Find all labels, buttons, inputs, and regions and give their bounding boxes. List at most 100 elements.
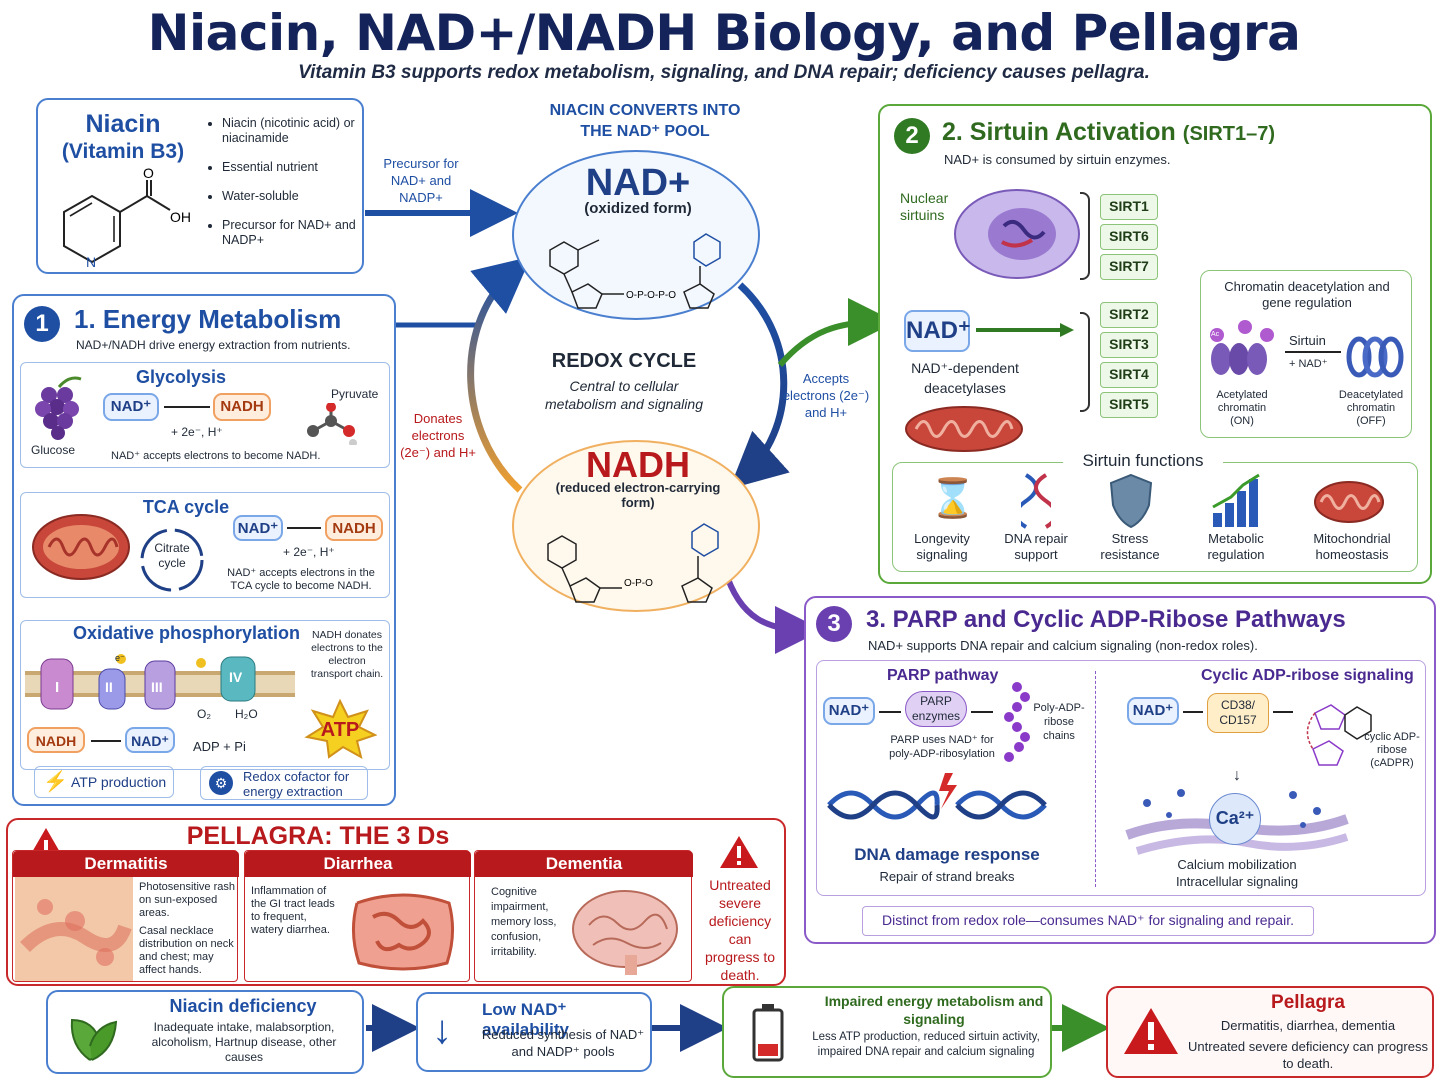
dermatitis-skin-icon xyxy=(15,877,133,981)
sirtuin-title-row: 2. Sirtuin Activation (SIRT1–7) xyxy=(942,118,1275,147)
brain-icon xyxy=(572,890,678,975)
sirtuin-title: 2. Sirtuin Activation xyxy=(942,118,1176,146)
parp-pathway-title: PARP pathway xyxy=(887,667,999,684)
distinct-note: Distinct from redox role—consumes NAD⁺ f… xyxy=(862,906,1314,936)
chromatin-arrow xyxy=(1285,351,1341,353)
nadh-subtitle: (reduced electron-carrying form) xyxy=(555,480,721,510)
oxphos-nadh-pill: NADH xyxy=(27,727,85,753)
pellagra-panel: PELLAGRA: THE 3 Ds Dermatitis Photosensi… xyxy=(6,818,786,986)
sirtuin-number: 2 xyxy=(894,118,930,154)
sirtuin-functions-card: Sirtuin functions ⌛ Longevity signaling … xyxy=(892,451,1418,572)
warning-icon xyxy=(720,836,758,868)
repair-label: Repair of strand breaks xyxy=(879,869,1015,884)
tca-electrons: + 2e⁻, H⁺ xyxy=(283,545,335,559)
dna-damage-title: DNA damage response xyxy=(854,845,1040,864)
niacin-bullet: Water-soluble xyxy=(222,189,362,204)
niacin-subtitle: (Vitamin B3) xyxy=(61,140,185,163)
parp-divider xyxy=(1095,671,1096,887)
glycolysis-title: Glycolysis xyxy=(135,367,227,387)
pellagra-warning: Untreated severe deficiency can progress… xyxy=(704,877,776,983)
sirt-badge: SIRT3 xyxy=(1100,332,1158,358)
leaf-icon xyxy=(70,1018,118,1061)
low-nad-text: Reduced synthesis of NAD⁺ and NADP⁺ pool… xyxy=(481,1027,645,1059)
niacin-structure-icon: O OH N xyxy=(63,166,191,270)
sirtuin-arrow-label: Sirtuin xyxy=(1289,333,1326,348)
function-label: DNA repair support xyxy=(1004,531,1068,562)
atp-label: ATP xyxy=(320,719,360,741)
glycolysis-note: NAD⁺ accepts electrons to become NADH. xyxy=(111,450,321,462)
tca-title: TCA cycle xyxy=(142,497,230,517)
tca-arrow xyxy=(287,527,321,529)
glycolysis-nadh-pill: NADH xyxy=(213,393,271,421)
niacin-bullet: Precursor for NAD+ and NADP+ xyxy=(222,218,362,248)
precursor-label: Precursor for NAD+ and NADP+ xyxy=(383,156,459,205)
adp-label: ADP + Pi xyxy=(193,739,246,754)
bar-chart-icon xyxy=(1212,473,1260,527)
sirtuin-panel: 2 2. Sirtuin Activation (SIRT1–7) NAD+ i… xyxy=(878,104,1432,584)
sirt-badge: SIRT1 xyxy=(1100,194,1158,220)
struct-o: O xyxy=(143,166,154,181)
accepts-label: Accepts electrons (2e⁻) and H+ xyxy=(782,371,870,420)
redox-cofactor-label: Redox cofactor for energy extraction xyxy=(243,769,350,799)
parp-arrow xyxy=(879,711,901,713)
tca-card: TCA cycle Citrate cycle NAD⁺ NADH + 2e⁻,… xyxy=(20,492,390,598)
impaired-card: Impaired energy metabolism and signaling… xyxy=(722,986,1052,1078)
citrate-label: Citrate cycle xyxy=(154,541,190,570)
diarrhea-text: Inflammation of the GI tract leads to fr… xyxy=(251,885,335,936)
nad-title: NAD+ xyxy=(585,162,691,204)
nad-structure-icon: O-P-O-P-O xyxy=(549,233,721,309)
chains-label: Poly-ADP-ribose chains xyxy=(1033,702,1085,742)
redox-title: REDOX CYCLE xyxy=(551,350,697,372)
cadpr-arrow xyxy=(1183,711,1203,713)
complex-label: III xyxy=(151,679,163,695)
acetylated-chromatin-icon xyxy=(1210,320,1274,375)
nad-subtitle: (oxidized form) xyxy=(584,200,692,217)
dermatitis-text-2: Casal necklace distribution on neck and … xyxy=(139,925,234,976)
nad-oval: NAD+ (oxidized form) O-P-O-P-O xyxy=(512,150,760,320)
low-battery-icon xyxy=(752,1004,784,1062)
dementia-text: Cognitive impairment, memory loss, confu… xyxy=(491,886,557,958)
complex-label: II xyxy=(105,679,113,695)
sirtuin-nad-pill: NAD⁺ xyxy=(904,310,971,352)
dna-damage-icon xyxy=(827,773,1047,820)
down-arrow-icon: ↓ xyxy=(432,1008,452,1052)
cadpr-arrow xyxy=(1273,711,1293,713)
glycolysis-card: Glycolysis Glucose NAD⁺ NADH + 2e⁻, H⁺ P… xyxy=(20,362,390,468)
parp-subtitle: NAD+ supports DNA repair and calcium sig… xyxy=(868,638,1258,653)
function-label: Metabolic regulation xyxy=(1207,531,1265,562)
down-arrow-icon: ↓ xyxy=(1233,767,1241,784)
parp-arrow xyxy=(971,711,993,713)
pellagra-outcome-text: Dermatitis, diarrhea, dementia xyxy=(1220,1018,1396,1033)
atp-production-tag: ⚡ ATP production xyxy=(34,766,174,798)
calcium-label: Calcium mobilization xyxy=(1177,857,1297,872)
sirtuin-green-arrow xyxy=(976,323,1074,337)
chromatin-card: Chromatin deacetylation and gene regulat… xyxy=(1200,270,1412,438)
grapes-icon xyxy=(35,376,82,440)
dermatitis-title: Dermatitis xyxy=(13,851,239,877)
tca-nadh-pill: NADH xyxy=(325,515,383,541)
atp-production-label: ATP production xyxy=(71,774,167,790)
tca-note: NAD⁺ accepts electrons in the TCA cycle … xyxy=(227,567,375,592)
pellagra-outcome-text-2: Untreated severe deficiency can progress… xyxy=(1188,1039,1428,1071)
function-label: Longevity signaling xyxy=(914,531,970,562)
nadh-title: NADH xyxy=(586,444,690,485)
niacin-bullet: Essential nutrient xyxy=(222,160,362,175)
svg-text:O-P-O-P-O: O-P-O-P-O xyxy=(626,290,676,301)
acetylated-label: Acetylated chromatin (ON) xyxy=(1216,389,1268,427)
deficiency-title: Niacin deficiency xyxy=(169,996,317,1016)
atp-burst-icon xyxy=(304,699,377,759)
diarrhea-title: Diarrhea xyxy=(245,851,471,877)
functions-title: Sirtuin functions xyxy=(1063,451,1223,471)
chromatin-title: Chromatin deacetylation and gene regulat… xyxy=(1224,279,1390,310)
oxphos-nad-pill: NAD⁺ xyxy=(125,727,175,753)
citrate-cycle-icon xyxy=(140,528,204,592)
energy-subtitle: NAD+/NADH drive energy extraction from n… xyxy=(76,338,351,352)
dermatitis-text: Photosensitive rash on sun-exposed areas… xyxy=(139,881,235,919)
page-subtitle: Vitamin B3 supports redox metabolism, si… xyxy=(298,62,1150,83)
mitochondrion-icon xyxy=(905,406,1023,452)
shield-icon xyxy=(1109,473,1153,529)
low-nad-title: Low NAD⁺ availability xyxy=(482,1000,569,1039)
deacetylated-label: Deacetylated chromatin (OFF) xyxy=(1338,389,1404,427)
glycolysis-arrow xyxy=(164,406,210,408)
